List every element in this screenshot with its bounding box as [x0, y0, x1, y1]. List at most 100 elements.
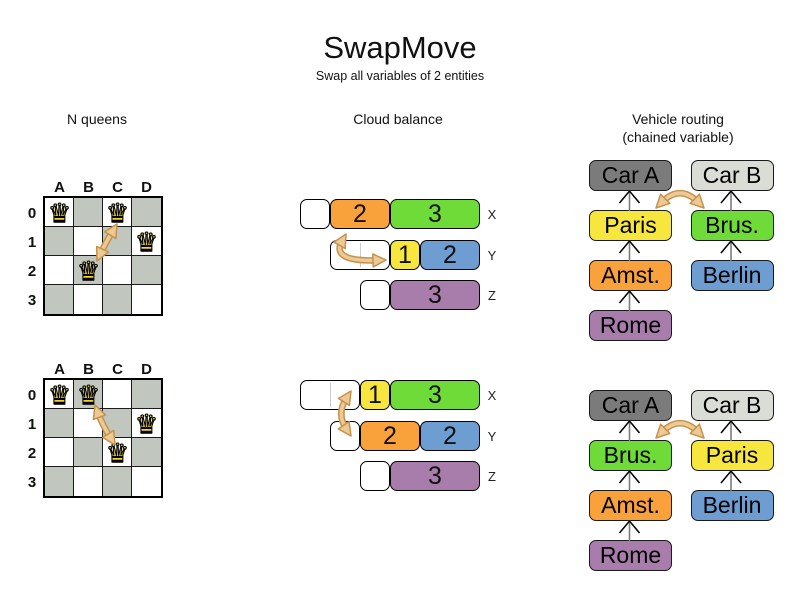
board-col-label: C	[112, 361, 123, 378]
board-cell	[45, 380, 74, 409]
board-cell	[74, 380, 103, 409]
chain-connector	[618, 469, 641, 491]
vehicle-box-berlin: Berlin	[690, 490, 774, 521]
board-row-label: 2	[27, 263, 37, 280]
board-cell	[45, 409, 74, 438]
cloud-free-box	[360, 280, 390, 310]
board-cell	[45, 285, 74, 314]
board-cell	[103, 256, 132, 285]
vehicle-box-brus: Brus.	[589, 440, 672, 471]
cloud-free-box	[330, 240, 390, 270]
cloud-block-orange: 2	[330, 199, 390, 229]
board-row-label: 0	[27, 205, 37, 222]
cloud-block-yellow: 1	[390, 240, 420, 270]
vehicle-box-paris: Paris	[589, 210, 672, 241]
chain-connector	[618, 519, 641, 541]
vehicle-box-berlin: Berlin	[690, 260, 774, 291]
board-cell	[103, 380, 132, 409]
board-cell	[45, 467, 74, 496]
board-cell	[103, 409, 132, 438]
board-row-label: 3	[27, 474, 37, 491]
vehicle-box-brus: Brus.	[690, 210, 774, 241]
section-header-vehicle: Vehicle routing (chained variable)	[578, 110, 778, 146]
swap-arrow-vehicle-before	[655, 189, 705, 209]
board-grid: ♛♛♛♛	[43, 196, 163, 316]
board-col-label: B	[83, 179, 94, 196]
board-cell	[103, 227, 132, 256]
cloud-row-label: Y	[487, 429, 497, 444]
cloud-block-blue: 2	[420, 421, 480, 451]
board-col-label: D	[141, 361, 152, 378]
board-cell	[103, 467, 132, 496]
queen-icon: ♛	[47, 197, 72, 228]
board-col-label: D	[141, 179, 152, 196]
cloud-free-box	[330, 421, 360, 451]
chain-connector	[720, 189, 742, 211]
section-header-cloud: Cloud balance	[353, 111, 443, 127]
board-col-label: A	[54, 361, 65, 378]
board-grid: ♛♛♛♛	[43, 378, 163, 498]
board-cell	[74, 227, 103, 256]
board-cell	[74, 438, 103, 467]
board-row-label: 1	[27, 416, 37, 433]
section-header-nqueens: N queens	[67, 111, 127, 127]
queen-icon: ♛	[105, 197, 130, 228]
chain-connector	[720, 239, 742, 261]
board-row-label: 1	[27, 234, 37, 251]
board-col-label: A	[54, 179, 65, 196]
cloud-row-label: Z	[488, 288, 496, 303]
board-cell	[45, 227, 74, 256]
vehicle-box-rome: Rome	[589, 540, 672, 571]
vehicle-box-amst: Amst.	[589, 260, 672, 291]
cloud-free-box	[300, 199, 330, 229]
cloud-free-divider	[330, 383, 331, 407]
page-subtitle: Swap all variables of 2 entities	[315, 69, 485, 83]
board-cell	[74, 285, 103, 314]
board-cell	[103, 438, 132, 467]
cloud-block-blue: 2	[420, 240, 480, 270]
vehicle-box-car-a: Car A	[589, 390, 672, 421]
queen-icon: ♛	[76, 255, 101, 286]
board-cell	[45, 438, 74, 467]
queen-icon: ♛	[105, 437, 130, 468]
cloud-row-label: X	[487, 388, 497, 403]
cloud-free-divider	[360, 243, 361, 267]
queen-icon: ♛	[47, 379, 72, 410]
board-cell	[132, 227, 161, 256]
board-cell	[45, 256, 74, 285]
board-cell	[132, 380, 161, 409]
cloud-block-purple: 3	[390, 280, 480, 310]
board-col-label: C	[112, 179, 123, 196]
chain-connector	[618, 239, 641, 261]
board-cell	[74, 198, 103, 227]
cloud-block-green: 3	[390, 380, 480, 410]
page-title: SwapMove	[323, 30, 477, 65]
cloud-free-box	[360, 461, 390, 491]
vehicle-box-paris: Paris	[690, 440, 774, 471]
section-header-vehicle-line1: Vehicle routing	[632, 111, 724, 127]
board-cell	[132, 285, 161, 314]
board-cell	[74, 467, 103, 496]
chain-connector	[720, 469, 742, 491]
chain-connector	[618, 419, 641, 441]
vehicle-box-car-b: Car B	[690, 160, 774, 191]
vehicle-box-amst: Amst.	[589, 490, 672, 521]
board-cell	[132, 256, 161, 285]
vehicle-box-car-a: Car A	[589, 160, 672, 191]
cloud-row-label: Y	[487, 248, 497, 263]
cloud-row-label: X	[487, 207, 497, 222]
board-cell	[45, 198, 74, 227]
queen-icon: ♛	[134, 226, 159, 257]
board-cell	[132, 467, 161, 496]
swap-arrow-vehicle-after	[655, 419, 705, 439]
board-row-label: 3	[27, 292, 37, 309]
cloud-free-box	[300, 380, 360, 410]
cloud-block-yellow: 1	[360, 380, 390, 410]
board-col-label: B	[83, 361, 94, 378]
cloud-row-label: Z	[488, 469, 496, 484]
board-cell	[74, 409, 103, 438]
board-row-label: 2	[27, 445, 37, 462]
